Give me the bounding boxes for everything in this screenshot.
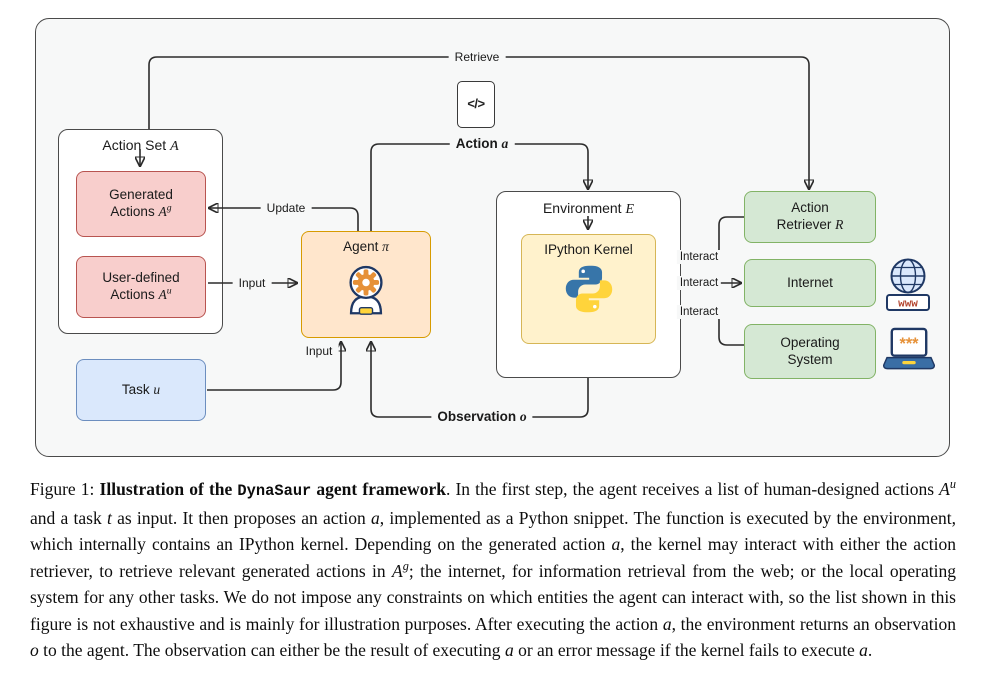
user-defined-actions-label: User-defined Actions Au [102, 270, 179, 304]
generated-actions-box: Generated Actions Ag [76, 171, 206, 237]
agent-box: Agent π [301, 231, 431, 338]
operating-system-line2: System [787, 351, 833, 367]
interact-label-1: Interact [676, 250, 722, 264]
agent-text: Agent [343, 239, 383, 254]
ipython-kernel-label: IPython Kernel [544, 242, 633, 257]
generated-actions-line2: Actions [110, 204, 159, 219]
figure-caption: Figure 1: Illustration of the DynaSaur a… [30, 477, 956, 660]
action-retriever-label: Action Retriever R [777, 200, 844, 234]
task-box: Task u [76, 359, 206, 421]
observation-label: Observation o [431, 408, 533, 426]
environment-symbol: E [625, 202, 635, 217]
input-label-bottom: Input [299, 343, 339, 359]
retrieve-label: Retrieve [448, 49, 506, 65]
user-defined-line1: User-defined [102, 270, 180, 286]
action-retriever-box: Action Retriever R [744, 191, 876, 243]
action-set-symbol: A [170, 139, 179, 154]
action-a-symbol: a [501, 136, 509, 151]
operating-system-box: Operating System [744, 324, 876, 379]
environment-text: Environment [542, 200, 626, 216]
generated-actions-label: Generated Actions Ag [109, 187, 173, 221]
user-defined-actions-box: User-defined Actions Au [76, 256, 206, 318]
task-text: Task [121, 381, 154, 397]
input-label-top: Input [232, 275, 272, 291]
environment-title: Environment E [543, 200, 634, 219]
internet-box: Internet [744, 259, 876, 307]
agent-symbol: π [382, 239, 389, 254]
task-label: Task u [122, 382, 160, 399]
generated-actions-symbol: A [158, 204, 167, 219]
observation-text: Observation [437, 409, 520, 424]
internet-label: Internet [787, 274, 833, 290]
agent-head-icon [349, 265, 383, 315]
user-defined-superscript: u [166, 285, 172, 297]
agent-label: Agent π [343, 239, 389, 256]
generated-actions-line1: Generated [109, 187, 173, 203]
laptop-screen-text: *** [900, 335, 920, 353]
user-defined-line2: Actions [110, 287, 159, 302]
action-a-text: Action [455, 136, 502, 151]
generated-actions-superscript: g [166, 202, 172, 214]
update-label: Update [260, 200, 312, 216]
action-set-label: Action Set [102, 137, 171, 153]
laptop-icon: *** [883, 327, 935, 370]
interact-label-3: Interact [676, 305, 722, 319]
code-file-icon: </> [457, 81, 495, 128]
operating-system-line1: Operating [780, 334, 840, 350]
operating-system-label: Operating System [780, 335, 839, 369]
code-file-glyph: </> [467, 96, 485, 112]
action-set-title: Action Set A [102, 137, 178, 156]
action-retriever-symbol: R [835, 217, 844, 232]
observation-symbol: o [519, 409, 527, 424]
python-logo-icon [565, 265, 612, 313]
ipython-kernel-box: IPython Kernel [521, 234, 656, 344]
action-retriever-line2: Retriever [776, 217, 836, 232]
diagram-canvas: Action Set A Generated Actions Ag User-d… [35, 18, 950, 457]
globe-www-text: www [898, 299, 918, 311]
action-a-label: Action a [449, 135, 515, 153]
user-defined-symbol: A [158, 287, 167, 302]
task-symbol: u [153, 381, 161, 397]
interact-label-2: Interact [676, 276, 722, 290]
globe-www-icon: www [886, 258, 930, 311]
action-retriever-line1: Action [791, 200, 829, 216]
